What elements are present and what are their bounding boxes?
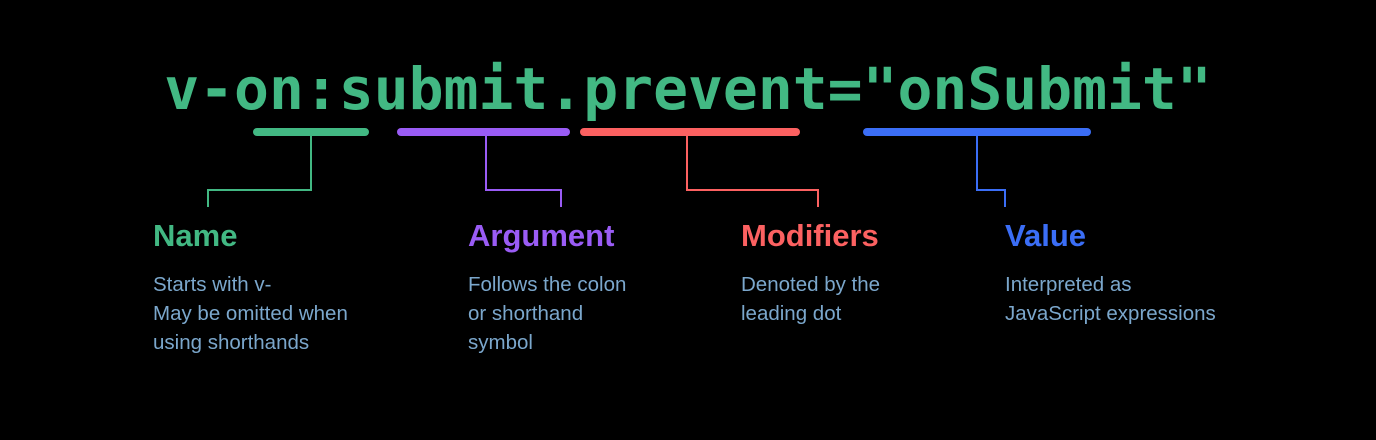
segment-title-name: Name xyxy=(153,218,238,253)
segment-description-name: Starts with v- May be omitted when using… xyxy=(153,273,348,354)
segment-title-modifiers: Modifiers xyxy=(741,218,879,253)
segment-bar-name xyxy=(253,128,369,136)
connector-value xyxy=(976,136,1006,207)
segment-title-value: Value xyxy=(1005,218,1086,253)
connector-modifiers xyxy=(686,136,819,207)
directive-code-expression: v-on:submit.prevent="onSubmit" xyxy=(164,55,1212,123)
connector-argument xyxy=(485,136,562,207)
segment-description-modifiers: Denoted by the leading dot xyxy=(741,273,881,325)
segment-bar-modifiers xyxy=(580,128,800,136)
connector-name xyxy=(207,136,312,207)
segment-bar-value xyxy=(863,128,1091,136)
segment-description-argument: Follows the colon or shorthand symbol xyxy=(468,273,627,354)
segment-bar-argument xyxy=(397,128,570,136)
segment-description-value: Interpreted as JavaScript expressions xyxy=(1005,273,1216,325)
segment-title-argument: Argument xyxy=(468,218,615,253)
